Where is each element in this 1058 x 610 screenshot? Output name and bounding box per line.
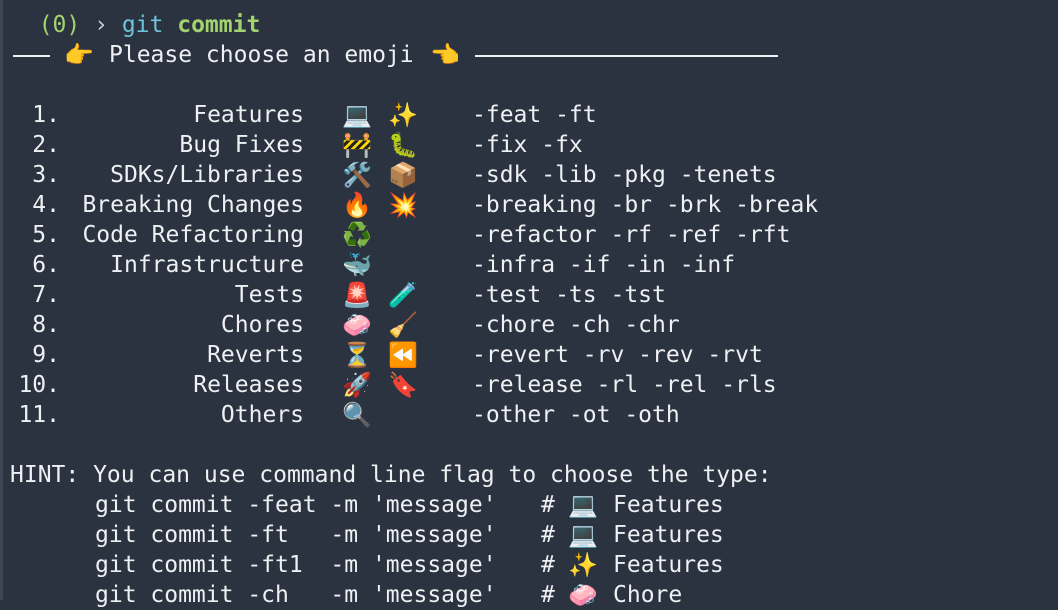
- option-flags: -feat -ft: [472, 102, 597, 128]
- option-flags: -fix -fx: [472, 132, 583, 158]
- option-label: Releases: [193, 372, 304, 398]
- option-number: 10.: [18, 372, 60, 398]
- option-number: 8.: [32, 312, 60, 338]
- option-emoji-secondary-icon: ⏪: [388, 341, 418, 369]
- prompt-chevron: ›: [94, 12, 108, 38]
- header-rule-left: [13, 55, 50, 57]
- hint-label: Features: [613, 492, 724, 518]
- option-number: 3.: [32, 162, 60, 188]
- hint-command: git commit -ft -m 'message': [95, 522, 497, 548]
- option-flags: -refactor -rf -ref -rft: [472, 222, 791, 248]
- option-number: 2.: [32, 132, 60, 158]
- option-row[interactable]: 7. Tests 🚨 🧪 -test -ts -tst: [0, 280, 1058, 310]
- option-row[interactable]: 10. Releases 🚀 🔖 -release -rl -rel -rls: [0, 370, 1058, 400]
- option-emoji-secondary-icon: 🐛: [388, 131, 418, 159]
- option-number: 11.: [18, 402, 60, 428]
- hint-label: Features: [613, 552, 724, 578]
- option-label: Features: [193, 102, 304, 128]
- option-flags: -other -ot -oth: [472, 402, 680, 428]
- hint-label: Features: [613, 522, 724, 548]
- option-emoji-secondary-icon: 🧪: [388, 281, 418, 309]
- hint-comment-hash: #: [541, 582, 555, 608]
- option-row[interactable]: 3. SDKs/Libraries 🛠️ 📦 -sdk -lib -pkg -tenet…: [0, 160, 1058, 190]
- option-emoji-secondary-icon: ✨: [388, 101, 418, 129]
- option-number: 4.: [32, 192, 60, 218]
- header-title: Please choose an emoji: [109, 42, 414, 68]
- hint-emoji-icon: ✨: [568, 551, 598, 579]
- option-emoji-primary-icon: 🧼: [342, 311, 372, 339]
- option-label: Tests: [234, 282, 304, 308]
- hint-label: Chore: [613, 582, 683, 608]
- exit-status: (0): [38, 12, 81, 38]
- option-emoji-secondary-icon: 🧹: [388, 311, 418, 339]
- option-emoji-primary-icon: 🚨: [342, 281, 372, 309]
- option-row[interactable]: 8. Chores 🧼 🧹 -chore -ch -chr: [0, 310, 1058, 340]
- option-emoji-primary-icon: ⏳: [342, 341, 372, 369]
- option-emoji-secondary-icon: 🔖: [388, 371, 418, 399]
- option-emoji-primary-icon: 💻: [342, 101, 372, 129]
- hint-comment-hash: #: [541, 552, 555, 578]
- option-flags: -infra -if -in -inf: [472, 252, 736, 278]
- hint-emoji-icon: 💻: [568, 521, 598, 549]
- hint-example-row: git commit -feat -m 'message' # 💻 Features: [0, 490, 1058, 520]
- option-row[interactable]: 1. Features 💻 ✨ -feat -ft: [0, 100, 1058, 130]
- option-flags: -sdk -lib -pkg -tenets: [472, 162, 777, 188]
- option-row[interactable]: 5. Code Refactoring ♻️ -refactor -rf -ref -…: [0, 220, 1058, 250]
- hint-title: HINT: You can use command line flag to c…: [10, 462, 772, 488]
- option-emoji-primary-icon: 🔍: [342, 401, 372, 429]
- option-row[interactable]: 2. Bug Fixes 🚧 🐛 -fix -fx: [0, 130, 1058, 160]
- hint-emoji-icon: 💻: [568, 491, 598, 519]
- pointing-right-icon: 👉: [64, 41, 94, 69]
- option-label: Bug Fixes: [179, 132, 304, 158]
- option-number: 1.: [32, 102, 60, 128]
- option-flags: -test -ts -tst: [472, 282, 666, 308]
- window-edge: [0, 0, 3, 600]
- option-label: Reverts: [207, 342, 304, 368]
- option-number: 6.: [32, 252, 60, 278]
- hint-command: git commit -ch -m 'message': [95, 582, 497, 608]
- option-emoji-secondary-icon: 💥: [388, 191, 418, 219]
- option-label: Infrastructure: [110, 252, 304, 278]
- option-row[interactable]: 11. Others 🔍 -other -ot -oth: [0, 400, 1058, 430]
- option-emoji-primary-icon: 🛠️: [342, 161, 372, 189]
- option-row[interactable]: 4. Breaking Changes 🔥 💥 -breaking -br -brk -…: [0, 190, 1058, 220]
- hint-example-row: git commit -ft -m 'message' # 💻 Features: [0, 520, 1058, 550]
- prompt-line: (0) › git commit: [11, 0, 261, 38]
- hint-comment-hash: #: [541, 492, 555, 518]
- subcommand-name: commit: [177, 12, 261, 38]
- option-number: 7.: [32, 282, 60, 308]
- hint-comment-hash: #: [541, 522, 555, 548]
- option-flags: -chore -ch -chr: [472, 312, 680, 338]
- hint-example-row: git commit -ft1 -m 'message' # ✨ Features: [0, 550, 1058, 580]
- option-emoji-primary-icon: 🚀: [342, 371, 372, 399]
- command-name: git: [121, 12, 164, 38]
- option-flags: -breaking -br -brk -break: [472, 192, 819, 218]
- pointing-left-icon: 👈: [430, 41, 460, 69]
- option-label: Others: [220, 402, 304, 428]
- option-number: 9.: [32, 342, 60, 368]
- option-label: Code Refactoring: [82, 222, 304, 248]
- hint-emoji-icon: 🧼: [568, 581, 598, 609]
- option-label: SDKs/Libraries: [110, 162, 304, 188]
- option-number: 5.: [32, 222, 60, 248]
- option-row[interactable]: 9. Reverts ⏳ ⏪ -revert -rv -rev -rvt: [0, 340, 1058, 370]
- option-emoji-primary-icon: 🚧: [342, 131, 372, 159]
- option-label: Chores: [220, 312, 304, 338]
- hint-command: git commit -ft1 -m 'message': [95, 552, 497, 578]
- hint-example-row: git commit -ch -m 'message' # 🧼 Chore: [0, 580, 1058, 610]
- option-emoji-primary-icon: 🔥: [342, 191, 372, 219]
- option-emoji-primary-icon: ♻️: [342, 221, 372, 249]
- header-rule-right: [475, 55, 778, 57]
- option-flags: -revert -rv -rev -rvt: [472, 342, 763, 368]
- option-label: Breaking Changes: [82, 192, 304, 218]
- option-flags: -release -rl -rel -rls: [472, 372, 777, 398]
- option-emoji-secondary-icon: 📦: [388, 161, 418, 189]
- option-emoji-primary-icon: 🐳: [342, 251, 372, 279]
- option-row[interactable]: 6. Infrastructure 🐳 -infra -if -in -inf: [0, 250, 1058, 280]
- hint-command: git commit -feat -m 'message': [95, 492, 497, 518]
